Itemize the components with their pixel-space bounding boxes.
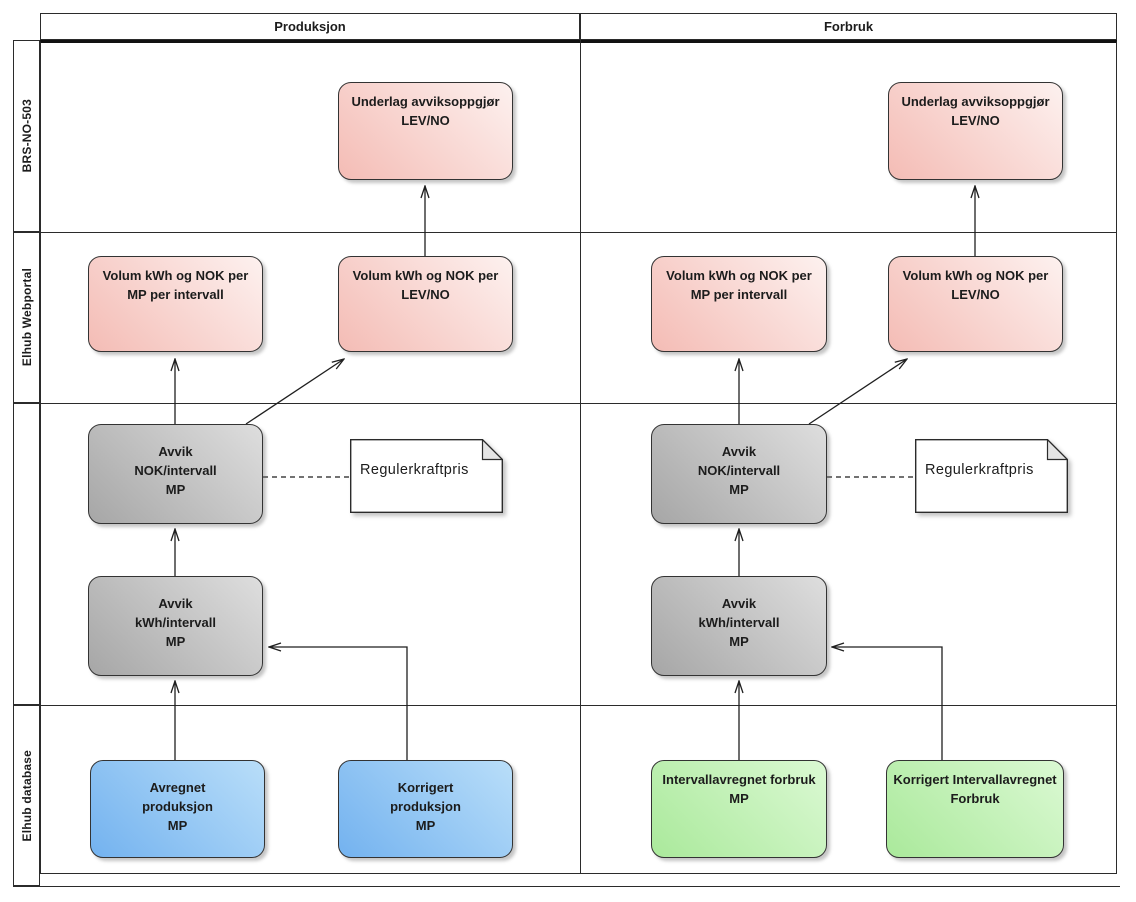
column-divider [580, 40, 581, 874]
node-underlag-avviksoppgjor-produksjon: Underlag avviksoppgjør LEV/NO [338, 82, 513, 180]
lane-divider-2 [13, 403, 1117, 404]
note-label: Regulerkraftpris [360, 462, 469, 478]
node-intervallavregnet-forbruk: Intervallavregnet forbruk MP [651, 760, 827, 858]
node-label: Volum kWh og NOK per LEV/NO [352, 268, 499, 302]
note-regulerkraftpris-produksjon: Regulerkraftpris [350, 439, 503, 513]
column-header-forbruk: Forbruk [580, 13, 1117, 40]
node-label: Intervallavregnet forbruk MP [662, 772, 816, 806]
column-header-forbruk-label: Forbruk [823, 19, 874, 34]
node-avvik-nok-intervall-forbruk: Avvik NOK/intervall MP [651, 424, 827, 524]
lane-label-elhub-webportal: Elhub Webportal [19, 268, 34, 367]
node-underlag-avviksoppgjor-forbruk: Underlag avviksoppgjør LEV/NO [888, 82, 1063, 180]
node-avregnet-produksjon: Avregnet produksjon MP [90, 760, 265, 858]
node-volum-mp-intervall-produksjon: Volum kWh og NOK per MP per intervall [88, 256, 263, 352]
note-label: Regulerkraftpris [925, 462, 1034, 478]
node-label: Korrigert Intervallavregnet Forbruk [893, 772, 1057, 806]
node-label: Underlag avviksoppgjør LEV/NO [351, 94, 500, 128]
node-label: Volum kWh og NOK per MP per intervall [666, 268, 812, 302]
node-label: Volum kWh og NOK per MP per intervall [102, 268, 249, 302]
node-avvik-kwh-intervall-produksjon: Avvik kWh/intervall MP [88, 576, 263, 676]
column-header-produksjon: Produksjon [40, 13, 580, 40]
lane-label-brs-no-503: BRS-NO-503 [19, 99, 34, 173]
lane-cell-brs-no-503: BRS-NO-503 [13, 40, 40, 232]
lane-cell-elhub-database: Elhub database [13, 705, 40, 886]
node-volum-mp-intervall-forbruk: Volum kWh og NOK per MP per intervall [651, 256, 827, 352]
node-label: Avvik NOK/intervall MP [134, 444, 217, 497]
node-avvik-kwh-intervall-forbruk: Avvik kWh/intervall MP [651, 576, 827, 676]
node-label: Volum kWh og NOK per LEV/NO [902, 268, 1049, 302]
node-korrigert-intervallavregnet-forbruk: Korrigert Intervallavregnet Forbruk [886, 760, 1064, 858]
diagram-outer-bottom-line [13, 886, 1120, 887]
diagram-body-frame [40, 40, 1117, 874]
note-regulerkraftpris-forbruk: Regulerkraftpris [915, 439, 1068, 513]
column-header-produksjon-label: Produksjon [274, 19, 346, 34]
node-label: Korrigert produksjon MP [390, 780, 461, 833]
node-volum-lev-no-forbruk: Volum kWh og NOK per LEV/NO [888, 256, 1063, 352]
note-shape [915, 439, 1068, 513]
node-label: Avvik kWh/intervall MP [698, 596, 780, 649]
note-shape [350, 439, 503, 513]
node-avvik-nok-intervall-produksjon: Avvik NOK/intervall MP [88, 424, 263, 524]
node-korrigert-produksjon: Korrigert produksjon MP [338, 760, 513, 858]
lane-cell-unnamed [13, 403, 40, 705]
node-label: Underlag avviksoppgjør LEV/NO [901, 94, 1050, 128]
node-label: Avvik NOK/intervall MP [697, 444, 781, 497]
node-label: Avvik kWh/intervall MP [135, 596, 216, 649]
node-volum-lev-no-produksjon: Volum kWh og NOK per LEV/NO [338, 256, 513, 352]
lane-cell-elhub-webportal: Elhub Webportal [13, 232, 40, 403]
lane-divider-3 [13, 705, 1117, 706]
lane-label-elhub-database: Elhub database [19, 749, 34, 842]
lane-divider-1 [13, 232, 1117, 233]
node-label: Avregnet produksjon MP [142, 780, 213, 833]
